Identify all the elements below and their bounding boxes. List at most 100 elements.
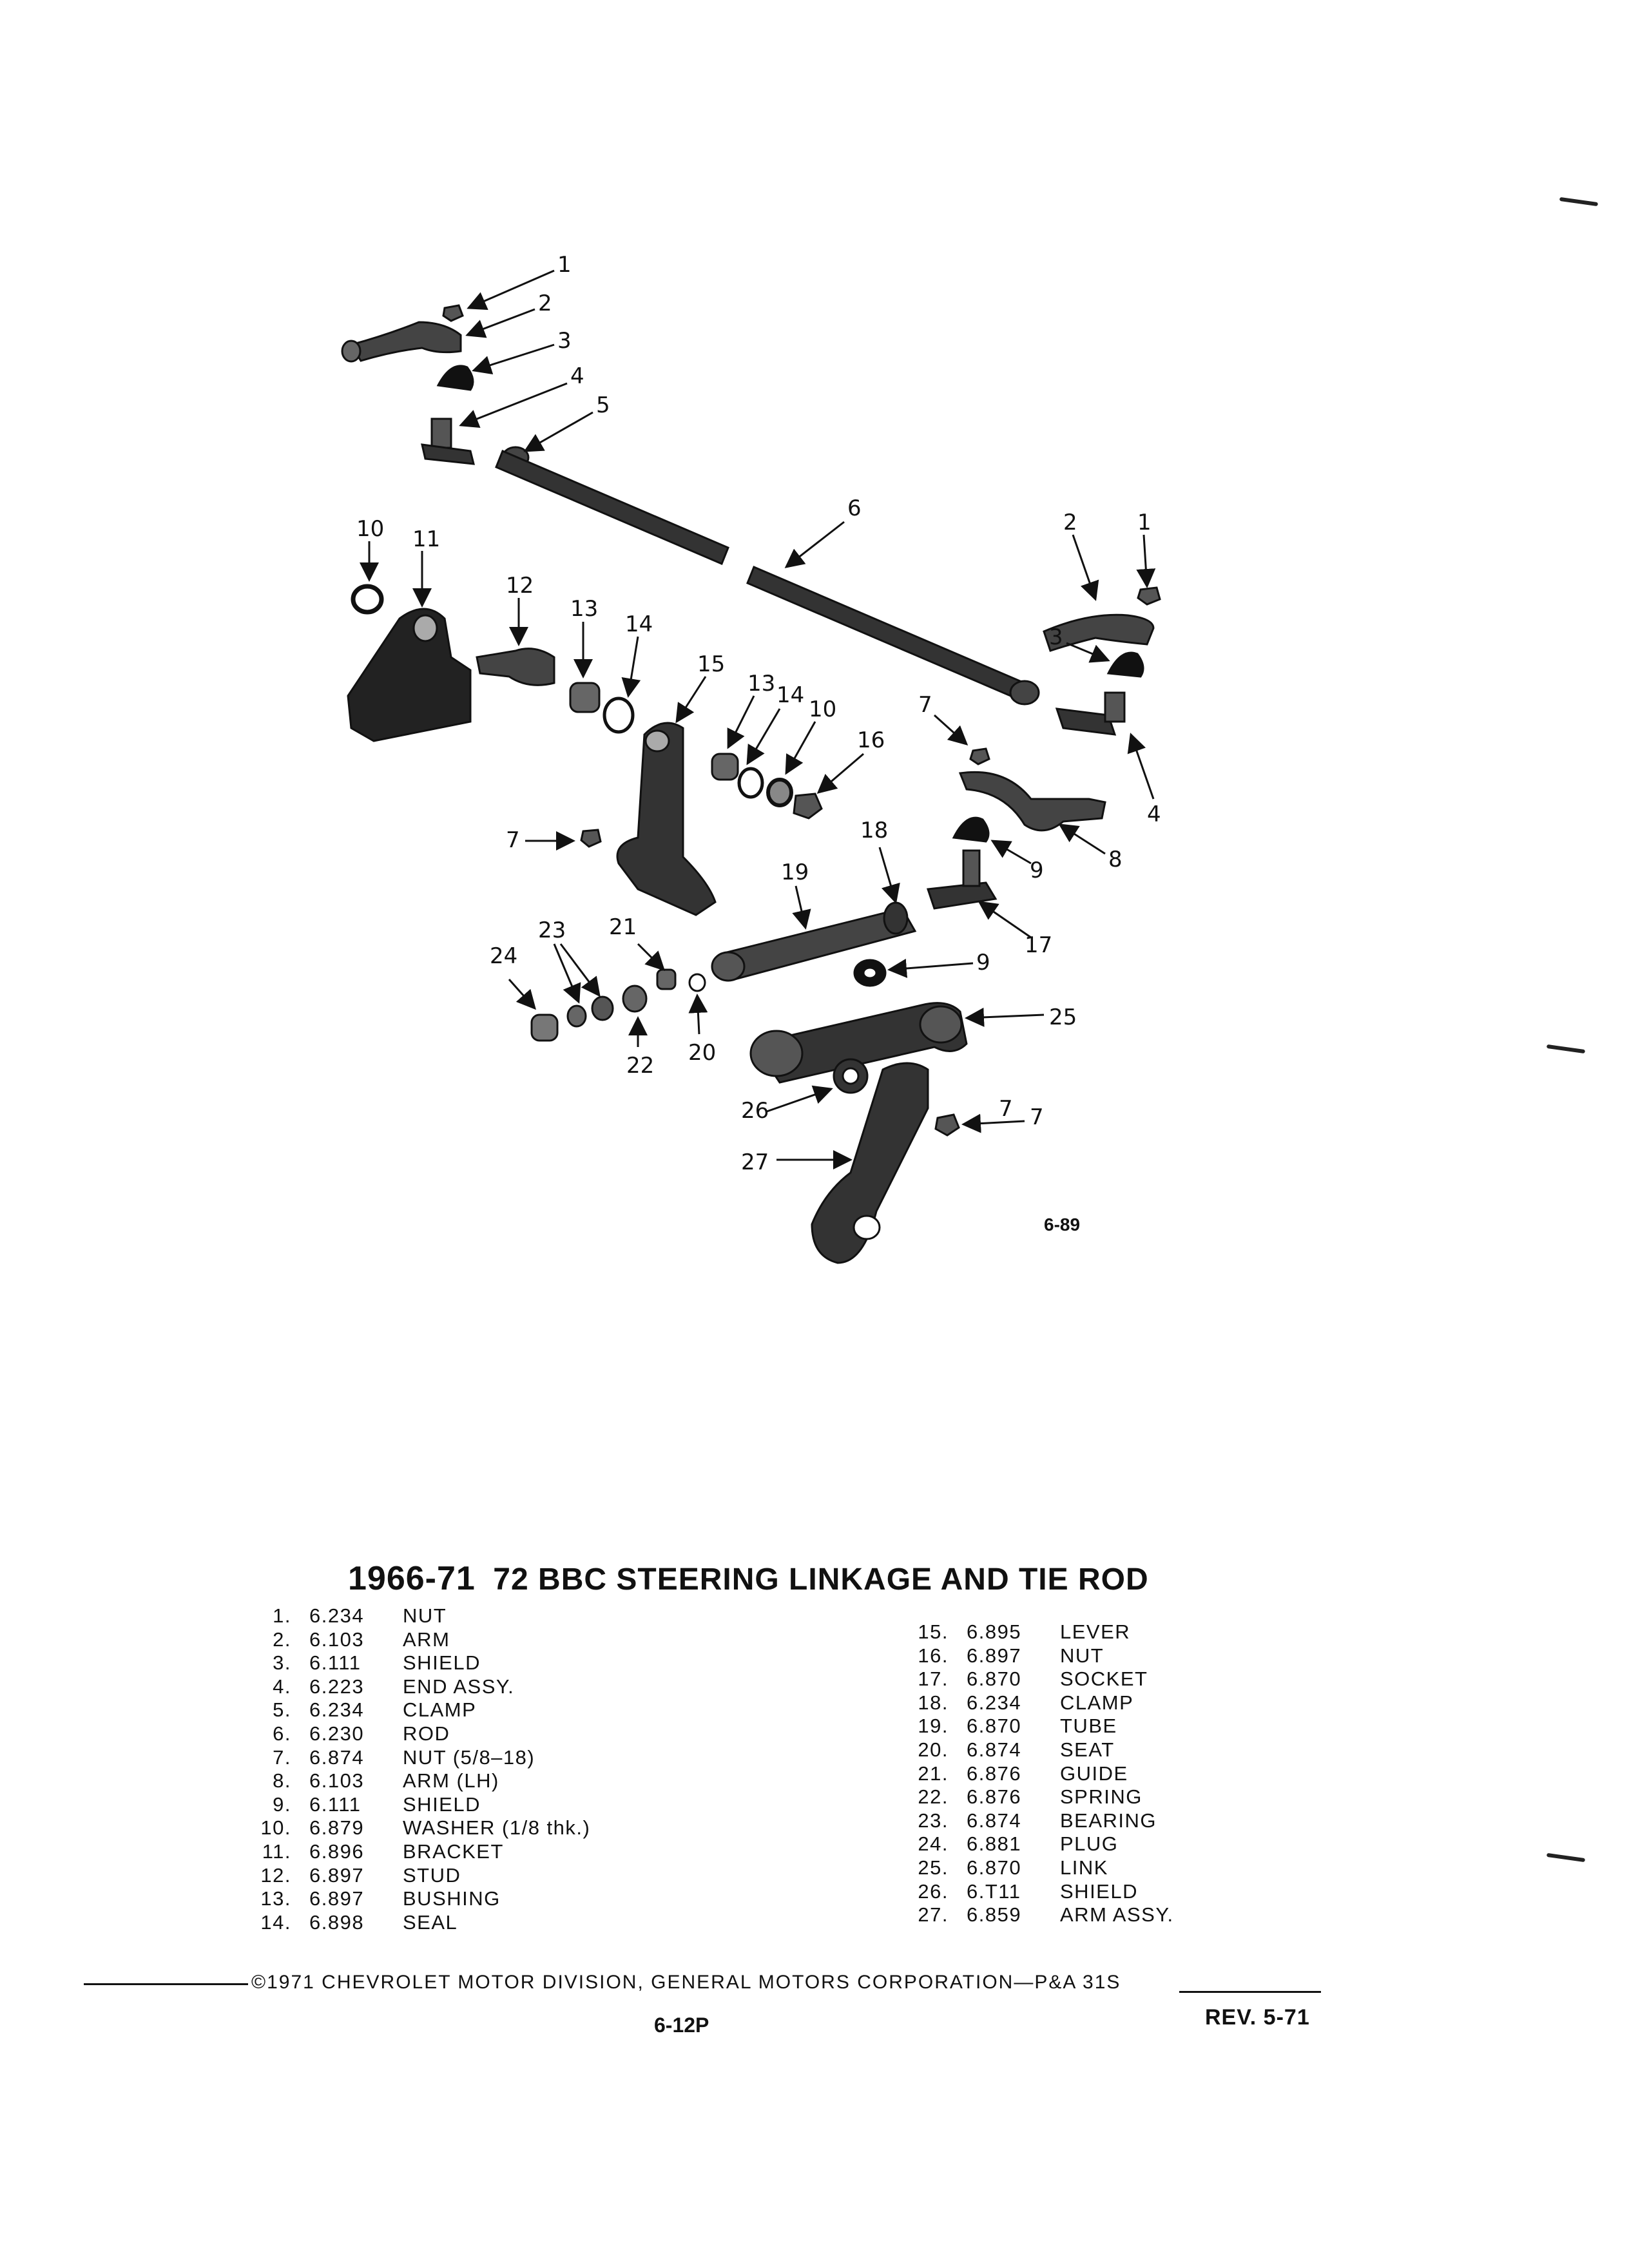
part-number: 2. (273, 1628, 291, 1651)
part-code: 6.874 (967, 1809, 1022, 1832)
callout-7c: 7 (999, 1096, 1013, 1122)
part-code: 6.234 (309, 1698, 365, 1722)
part-code: 6.234 (967, 1691, 1022, 1714)
part-number: 12. (260, 1863, 291, 1887)
part-code: 6.897 (967, 1644, 1022, 1667)
part-number: 16. (918, 1644, 949, 1667)
part-name: SPRING (1060, 1785, 1142, 1809)
part-number: 26. (918, 1879, 949, 1903)
part-drawings (341, 304, 1161, 1264)
part-name: NUT (5/8–18) (403, 1745, 535, 1769)
callout-25: 25 (1049, 1004, 1077, 1030)
callout-12: 12 (506, 573, 534, 599)
part-number: 8. (273, 1769, 291, 1792)
part-name: SEAL (403, 1910, 458, 1934)
callout-9a: 9 (1030, 858, 1044, 883)
callout-20: 20 (688, 1040, 716, 1066)
part-name: ROD (403, 1722, 450, 1745)
title-years: 1966-71 (348, 1560, 476, 1597)
callout-7b: 7 (506, 827, 520, 853)
callout-3b: 3 (1049, 624, 1063, 650)
part-number: 3. (273, 1651, 291, 1675)
figure-id: 6-89 (1044, 1215, 1080, 1235)
part-code: 6.103 (309, 1769, 365, 1792)
callout-15: 15 (697, 651, 725, 677)
part-code: 6.230 (309, 1722, 365, 1745)
part-number: 17. (918, 1667, 949, 1691)
part-name: SEAT (1060, 1738, 1115, 1761)
part-number: 20. (918, 1738, 949, 1761)
part-number: 10. (260, 1816, 291, 1840)
callout-8: 8 (1108, 847, 1123, 872)
part-code: 6.876 (967, 1785, 1022, 1809)
revision-label: REV. 5-71 (1205, 2005, 1310, 2030)
part-name: ARM ASSY. (1060, 1903, 1174, 1927)
parts-list-row: 18. 6.234 CLAMP (902, 1691, 1174, 1715)
part-code: 6.103 (309, 1628, 365, 1651)
part-code: 6.234 (309, 1604, 365, 1627)
part-name: SHIELD (403, 1651, 481, 1675)
part-name: BUSHING (403, 1887, 501, 1910)
callout-16: 16 (857, 727, 885, 753)
part-number: 21. (918, 1762, 949, 1785)
callout-9b: 9 (976, 950, 990, 975)
callout-26: 26 (741, 1098, 769, 1124)
part-number: 6. (273, 1722, 291, 1745)
part-name: SHIELD (403, 1792, 481, 1816)
part-number: 24. (918, 1832, 949, 1856)
part-number: 18. (918, 1691, 949, 1714)
callout-13: 13 (570, 596, 598, 622)
callout-11: 11 (412, 526, 440, 552)
callout-18: 18 (860, 818, 888, 843)
part-number: 9. (273, 1792, 291, 1816)
parts-list-row: 3. 6.111 SHIELD (245, 1651, 590, 1675)
part-code: 6.111 (309, 1792, 361, 1816)
part-name: SOCKET (1060, 1667, 1148, 1691)
parts-list-row: 7. 6.874 NUT (5/8–18) (245, 1746, 590, 1770)
part-code: 6.111 (309, 1651, 361, 1675)
callout-23: 23 (538, 918, 566, 943)
part-code: 6.874 (309, 1745, 365, 1769)
part-name: SHIELD (1060, 1879, 1138, 1903)
part-number: 1. (273, 1604, 291, 1627)
part-code: 6.897 (309, 1887, 365, 1910)
callout-5: 5 (596, 392, 610, 418)
callout-arrows (360, 269, 1156, 1169)
part-name: STUD (403, 1863, 461, 1887)
part-number: 27. (918, 1903, 949, 1927)
part-number: 23. (918, 1809, 949, 1832)
callout-4: 4 (570, 363, 584, 389)
part-number: 13. (260, 1887, 291, 1910)
part-name: NUT (1060, 1644, 1104, 1667)
part-code: 6.897 (309, 1863, 365, 1887)
part-code: 6.895 (967, 1620, 1022, 1643)
callout-17: 17 (1025, 932, 1052, 958)
callout-19: 19 (781, 860, 809, 885)
copyright-line: ©1971 CHEVROLET MOTOR DIVISION, GENERAL … (251, 1972, 1121, 1993)
parts-list-row: 13. 6.897 BUSHING (245, 1887, 590, 1911)
parts-list-row: 6. 6.230 ROD (245, 1722, 590, 1746)
callout-24: 24 (490, 943, 517, 969)
part-name: WASHER (1/8 thk.) (403, 1816, 591, 1840)
page-number: 6-12P (654, 2013, 709, 2037)
steering-linkage-diagram: 1 2 3 4 5 6 10 11 12 13 14 15 13 14 10 1… (341, 252, 1161, 1264)
callout-10b: 10 (809, 697, 836, 722)
part-code: 6.898 (309, 1910, 365, 1934)
title-text: 72 BBC STEERING LINKAGE AND TIE ROD (493, 1562, 1149, 1597)
part-name: CLAMP (1060, 1691, 1134, 1714)
part-number: 7. (273, 1745, 291, 1769)
callout-1b: 1 (1137, 510, 1152, 535)
edge-mark-bottom (1546, 1852, 1586, 1863)
part-number: 19. (918, 1715, 949, 1738)
callout-4b: 4 (1147, 802, 1161, 827)
